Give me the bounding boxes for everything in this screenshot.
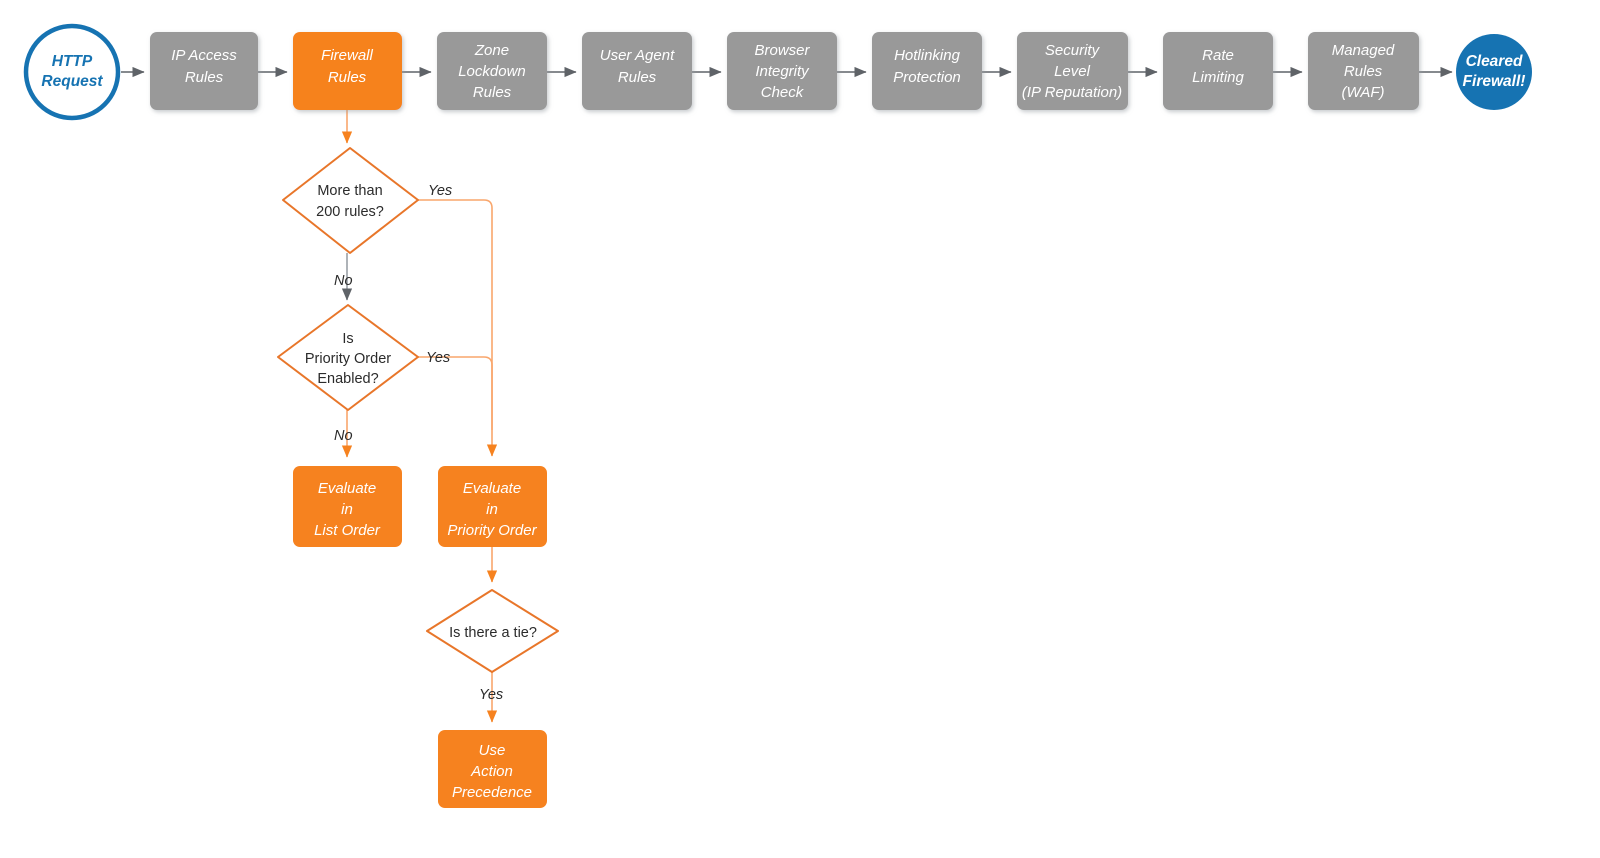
evaluate-in-priority-order-line2: in: [486, 501, 498, 518]
managed-rules-waf-line3: (WAF): [1341, 84, 1384, 101]
edge-label-decision1-no: No: [334, 273, 353, 289]
use-action-precedence-line3: Precedence: [452, 784, 532, 801]
evaluate-in-list-order-line3: List Order: [314, 522, 381, 539]
hotlinking-protection-line2: Protection: [893, 69, 961, 86]
node-browser-integrity-check[interactable]: Browser Integrity Check: [727, 32, 837, 110]
managed-rules-waf-line1: Managed: [1332, 42, 1395, 59]
cleared-firewall-circle: [1456, 34, 1532, 110]
zone-lockdown-rules-line1: Zone: [474, 42, 509, 59]
evaluate-in-list-order-line1: Evaluate: [318, 480, 376, 497]
node-http-request[interactable]: HTTP Request: [23, 23, 121, 121]
browser-integrity-check-line2: Integrity: [755, 63, 810, 80]
is-priority-order-enabled-line1: Is: [342, 331, 353, 347]
security-level-line1: Security: [1045, 42, 1101, 59]
is-priority-order-enabled-line2: Priority Order: [305, 351, 391, 367]
more-than-200-rules-line1: More than: [317, 183, 382, 199]
evaluate-in-priority-order-box: [438, 466, 547, 547]
node-evaluate-in-priority-order[interactable]: Evaluate in Priority Order: [438, 466, 547, 547]
cleared-firewall-line1: Cleared: [1466, 53, 1523, 70]
http-request-line1: HTTP: [52, 53, 93, 70]
decision-is-there-a-tie[interactable]: Is there a tie?: [426, 589, 559, 673]
node-firewall-rules[interactable]: Firewall Rules: [293, 32, 402, 110]
use-action-precedence-line1: Use: [479, 742, 506, 759]
node-zone-lockdown-rules[interactable]: Zone Lockdown Rules: [437, 32, 547, 110]
browser-integrity-check-line3: Check: [761, 84, 805, 101]
node-use-action-precedence[interactable]: Use Action Precedence: [438, 730, 547, 808]
security-level-box: [1017, 32, 1128, 110]
use-action-precedence-box: [438, 730, 547, 808]
browser-integrity-check-line1: Browser: [754, 42, 810, 59]
evaluate-in-priority-order-line3: Priority Order: [447, 522, 537, 539]
http-request-line2: Request: [41, 73, 103, 90]
node-user-agent-rules[interactable]: User Agent Rules: [582, 32, 692, 110]
decision-is-priority-order-enabled[interactable]: Is Priority Order Enabled?: [277, 304, 419, 411]
ip-access-rules-line2: Rules: [185, 69, 224, 86]
node-managed-rules-waf[interactable]: Managed Rules (WAF): [1308, 32, 1419, 110]
http-request-circle: [23, 23, 121, 121]
evaluate-in-list-order-box: [293, 466, 402, 547]
node-security-level[interactable]: Security Level (IP Reputation): [1017, 32, 1128, 110]
firewall-rules-line1: Firewall: [321, 47, 373, 64]
node-cleared-firewall[interactable]: Cleared Firewall!: [1456, 34, 1532, 110]
edge-label-tie-yes: Yes: [479, 687, 503, 703]
managed-rules-waf-line2: Rules: [1344, 63, 1383, 80]
browser-integrity-check-box: [727, 32, 837, 110]
user-agent-rules-box: [582, 32, 692, 110]
node-evaluate-in-list-order[interactable]: Evaluate in List Order: [293, 466, 402, 547]
connector-decision2-yes: [418, 356, 493, 430]
ip-access-rules-line1: IP Access: [171, 47, 237, 64]
user-agent-rules-line1: User Agent: [600, 47, 675, 64]
edge-label-decision1-yes: Yes: [428, 183, 452, 199]
security-level-line3: (IP Reputation): [1022, 84, 1122, 101]
evaluate-in-priority-order-line1: Evaluate: [463, 480, 521, 497]
edge-label-decision2-no: No: [334, 428, 353, 444]
hotlinking-protection-line1: Hotlinking: [894, 47, 961, 64]
decision-more-than-200-rules[interactable]: More than 200 rules?: [282, 147, 419, 254]
user-agent-rules-line2: Rules: [618, 69, 657, 86]
node-ip-access-rules[interactable]: IP Access Rules: [150, 32, 258, 110]
cleared-firewall-line2: Firewall!: [1463, 73, 1526, 90]
firewall-rules-line2: Rules: [328, 69, 367, 86]
rate-limiting-line2: Limiting: [1192, 69, 1244, 86]
managed-rules-waf-box: [1308, 32, 1419, 110]
rate-limiting-line1: Rate: [1202, 47, 1234, 64]
ip-access-rules-box: [150, 32, 258, 110]
is-there-a-tie-line1: Is there a tie?: [449, 625, 537, 641]
firewall-rules-box: [293, 32, 402, 110]
is-priority-order-enabled-line3: Enabled?: [317, 371, 378, 387]
zone-lockdown-rules-line3: Rules: [473, 84, 512, 101]
zone-lockdown-rules-box: [437, 32, 547, 110]
node-hotlinking-protection[interactable]: Hotlinking Protection: [872, 32, 982, 110]
branch-connectors: [341, 110, 498, 723]
edge-label-decision2-yes: Yes: [426, 350, 450, 366]
more-than-200-rules-diamond: [282, 147, 419, 254]
more-than-200-rules-line2: 200 rules?: [316, 204, 384, 220]
rate-limiting-box: [1163, 32, 1273, 110]
evaluate-in-list-order-line2: in: [341, 501, 353, 518]
hotlinking-protection-box: [872, 32, 982, 110]
security-level-line2: Level: [1054, 63, 1091, 80]
node-rate-limiting[interactable]: Rate Limiting: [1163, 32, 1273, 110]
zone-lockdown-rules-line2: Lockdown: [458, 63, 526, 80]
use-action-precedence-line2: Action: [470, 763, 513, 780]
is-priority-order-enabled-diamond: [277, 304, 419, 411]
is-there-a-tie-diamond: [426, 589, 559, 673]
connector-decision1-yes: [418, 199, 498, 457]
